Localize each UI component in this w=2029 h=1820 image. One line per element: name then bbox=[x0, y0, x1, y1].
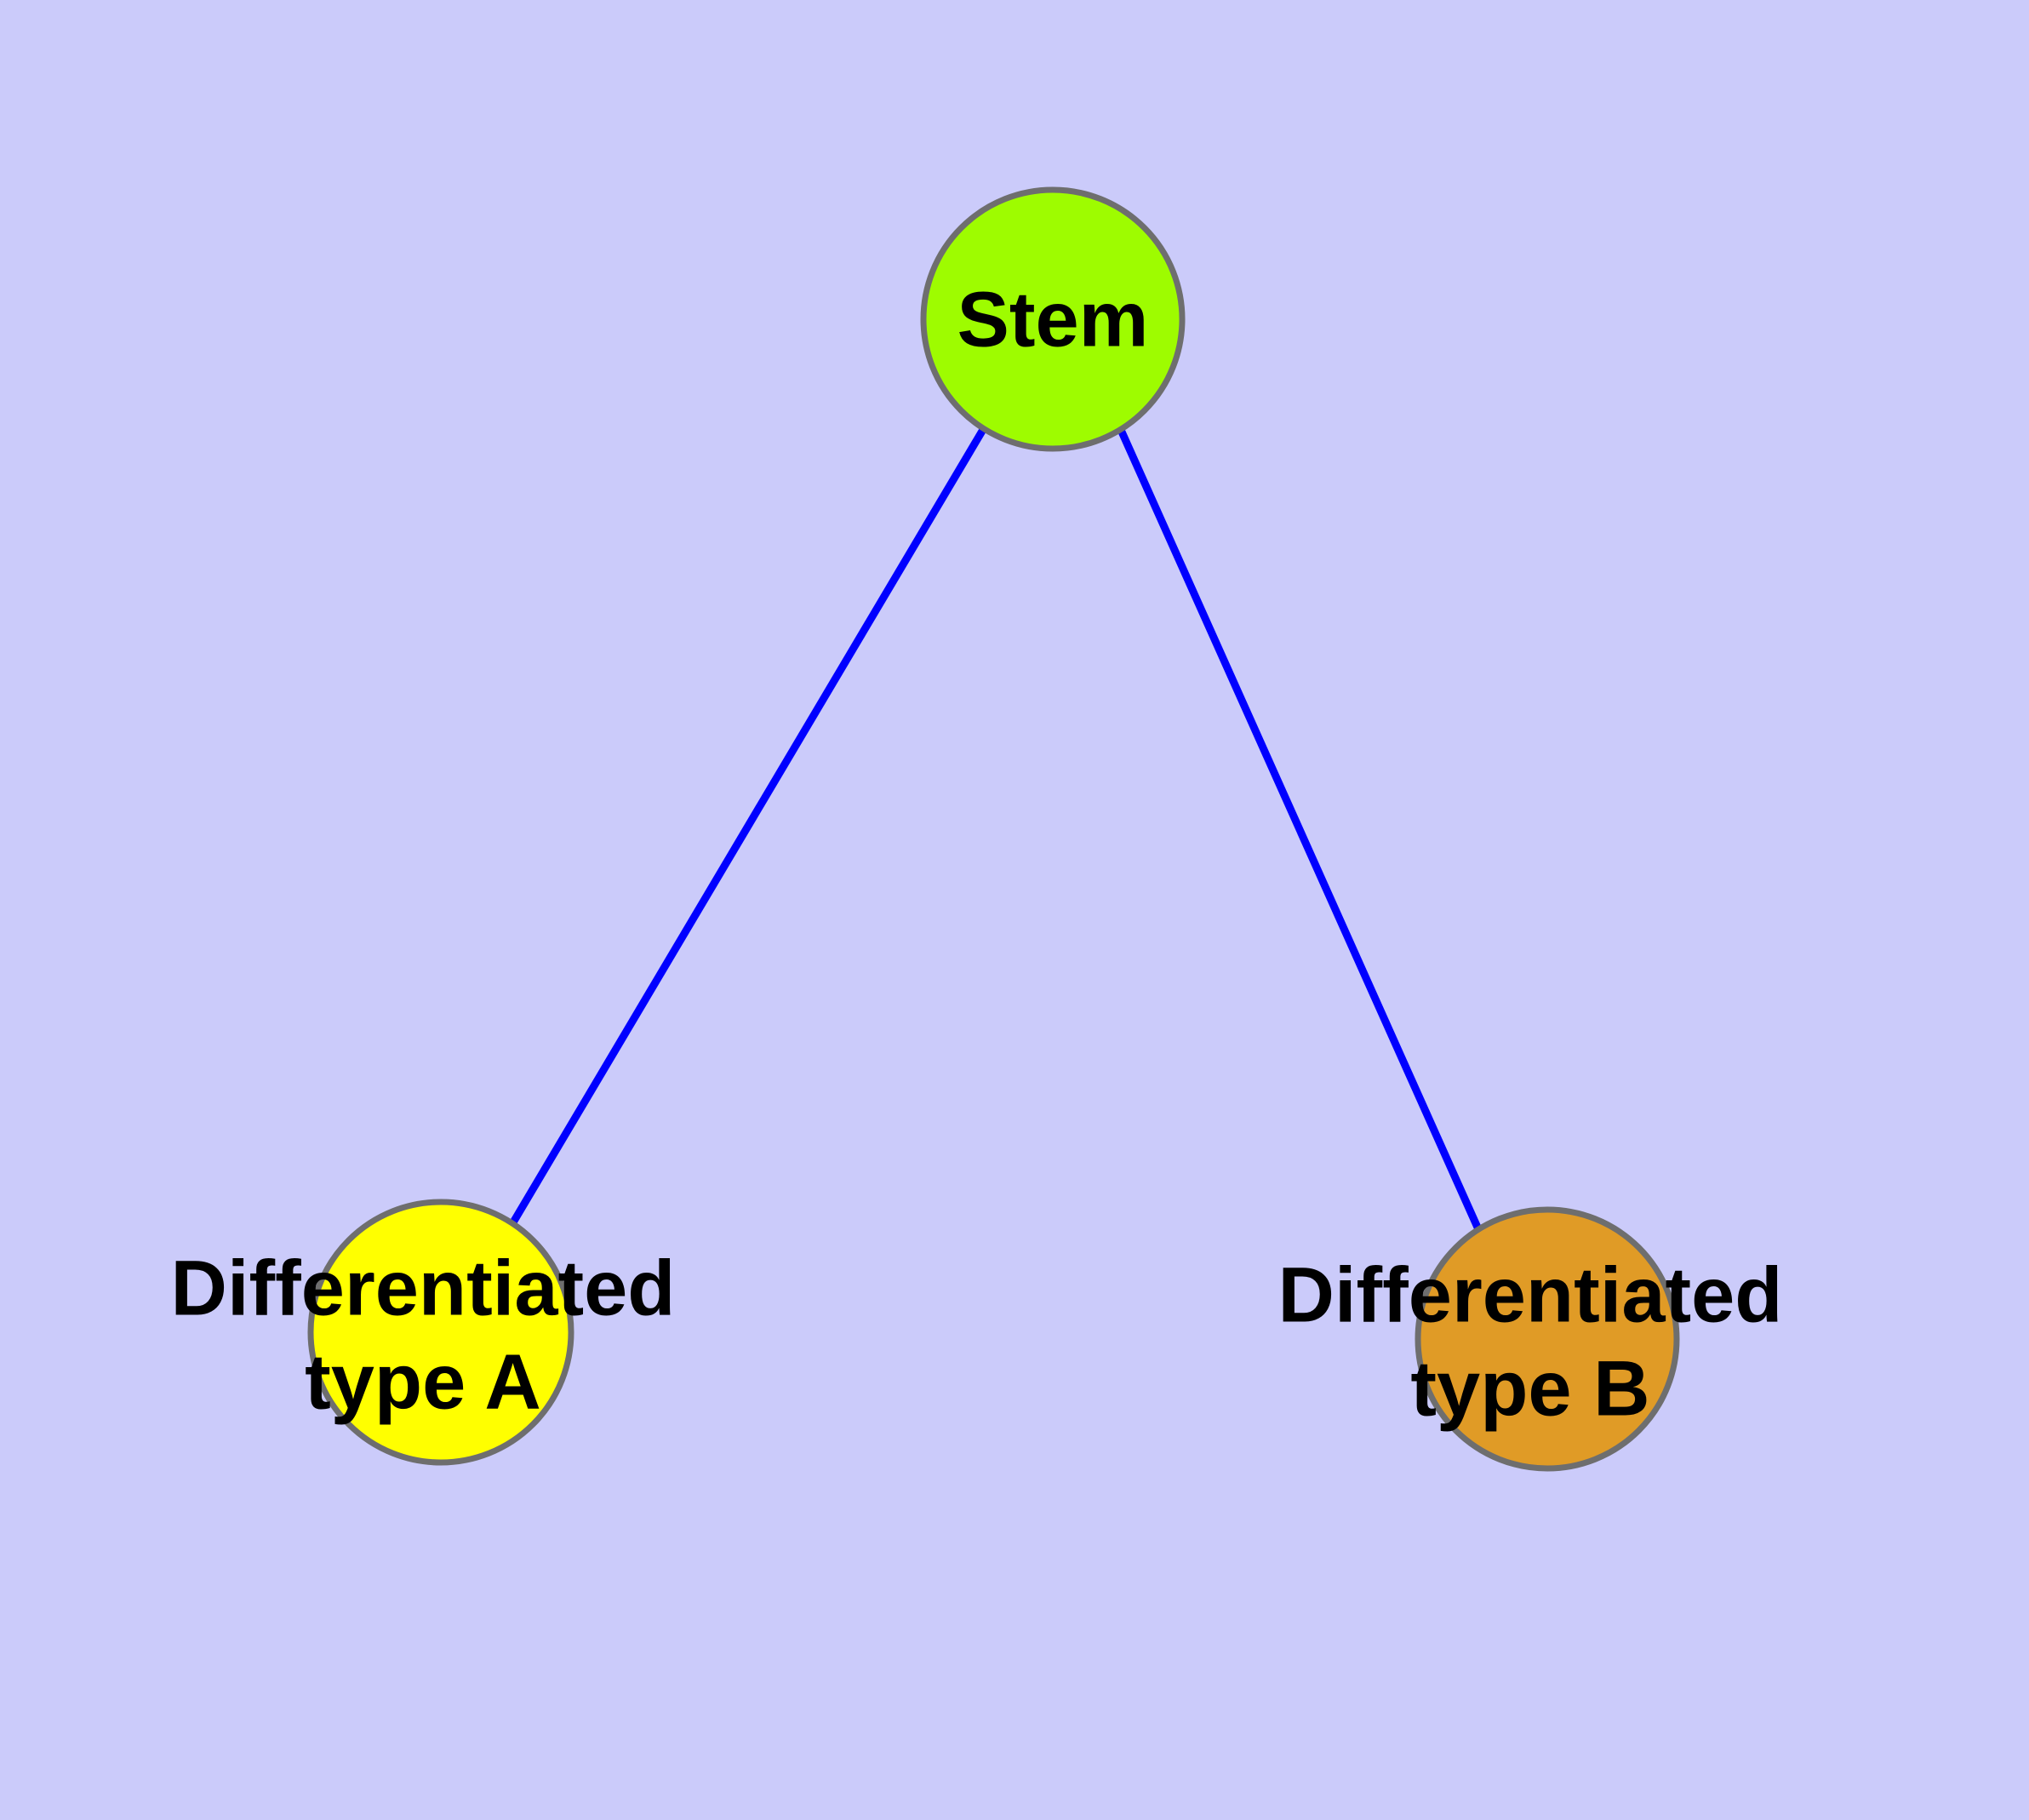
node-diff-a-label-line1: Differentiated bbox=[171, 1245, 676, 1331]
node-stem[interactable] bbox=[920, 186, 1186, 452]
node-stem-label: Stem bbox=[957, 276, 1149, 363]
edge-stem-to-diff-a[interactable] bbox=[507, 426, 987, 1229]
label-layer: Stem Differentiated type A Differentiate… bbox=[171, 276, 1783, 1432]
node-diff-a[interactable] bbox=[307, 1199, 574, 1466]
node-layer bbox=[307, 186, 1680, 1472]
node-diff-b[interactable] bbox=[1415, 1206, 1680, 1472]
edge-layer bbox=[507, 426, 1483, 1231]
node-diff-b-circle[interactable] bbox=[1415, 1206, 1680, 1472]
node-diff-b-label-line2: type B bbox=[1410, 1345, 1649, 1432]
node-diff-a-label-line2: type A bbox=[305, 1338, 541, 1425]
node-diff-a-circle[interactable] bbox=[307, 1199, 574, 1466]
node-stem-circle[interactable] bbox=[920, 186, 1186, 452]
node-diff-b-label-line1: Differentiated bbox=[1278, 1251, 1783, 1338]
edge-stem-to-diff-b[interactable] bbox=[1117, 428, 1483, 1231]
